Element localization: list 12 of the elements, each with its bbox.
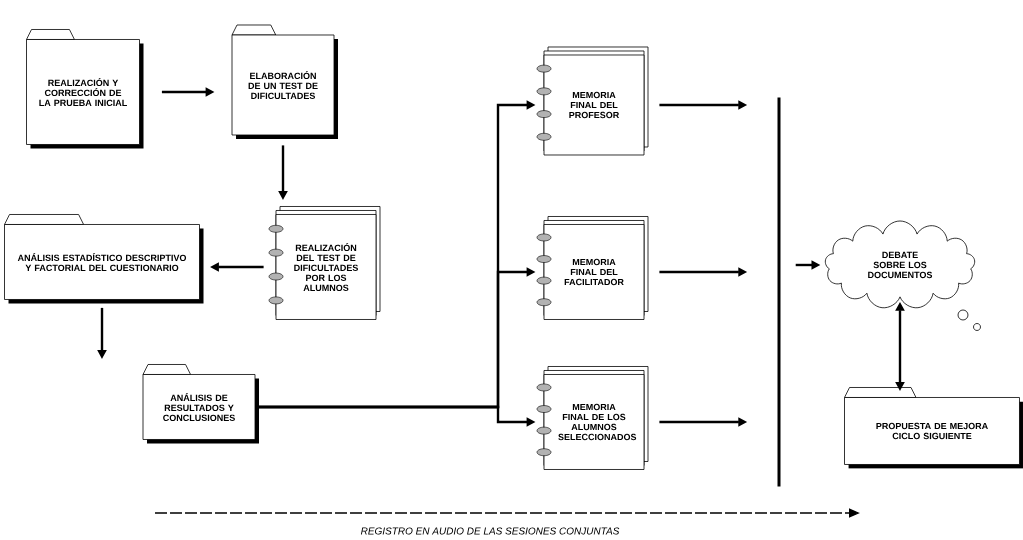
folder-box: REALIZACIÓN Y CORRECCIÓN DE LA PRUEBA INICIAL <box>26 29 144 149</box>
notebook-box: MEMORIA FINAL DEL PROFESOR <box>536 46 649 156</box>
notebook-box: REALIZACIÓN DEL TEST DE DIFICULTADES POR LOS ALUMNOS <box>268 206 381 320</box>
notebook-box: MEMORIA FINAL DEL FACILITADOR <box>536 216 649 320</box>
merge-bar <box>777 97 781 487</box>
folder-box: ANÁLISIS DE RESULTADOS Y CONCLUSIONES <box>142 364 259 444</box>
timeline-caption: REGISTRO EN AUDIO DE LAS SESIONES CONJUNTAS <box>360 527 620 535</box>
notebook-box: MEMORIA FINAL DE LOS ALUMNOS SELECCIONADOS <box>536 366 649 470</box>
folder-box: ANÁLISIS ESTADÍSTICO DESCRIPTIVO Y FACTORIAL DEL CUESTIONARIO <box>4 214 204 304</box>
folder-box: PROPUESTA DE MEJORA CICLO SIGUIENTE <box>844 387 1023 469</box>
folder-box: ELABORACIÓN DE UN TEST DE DIFICULTADES <box>231 24 338 139</box>
thought-cloud: DEBATE SOBRE LOS DOCUMENTOS <box>824 220 981 331</box>
